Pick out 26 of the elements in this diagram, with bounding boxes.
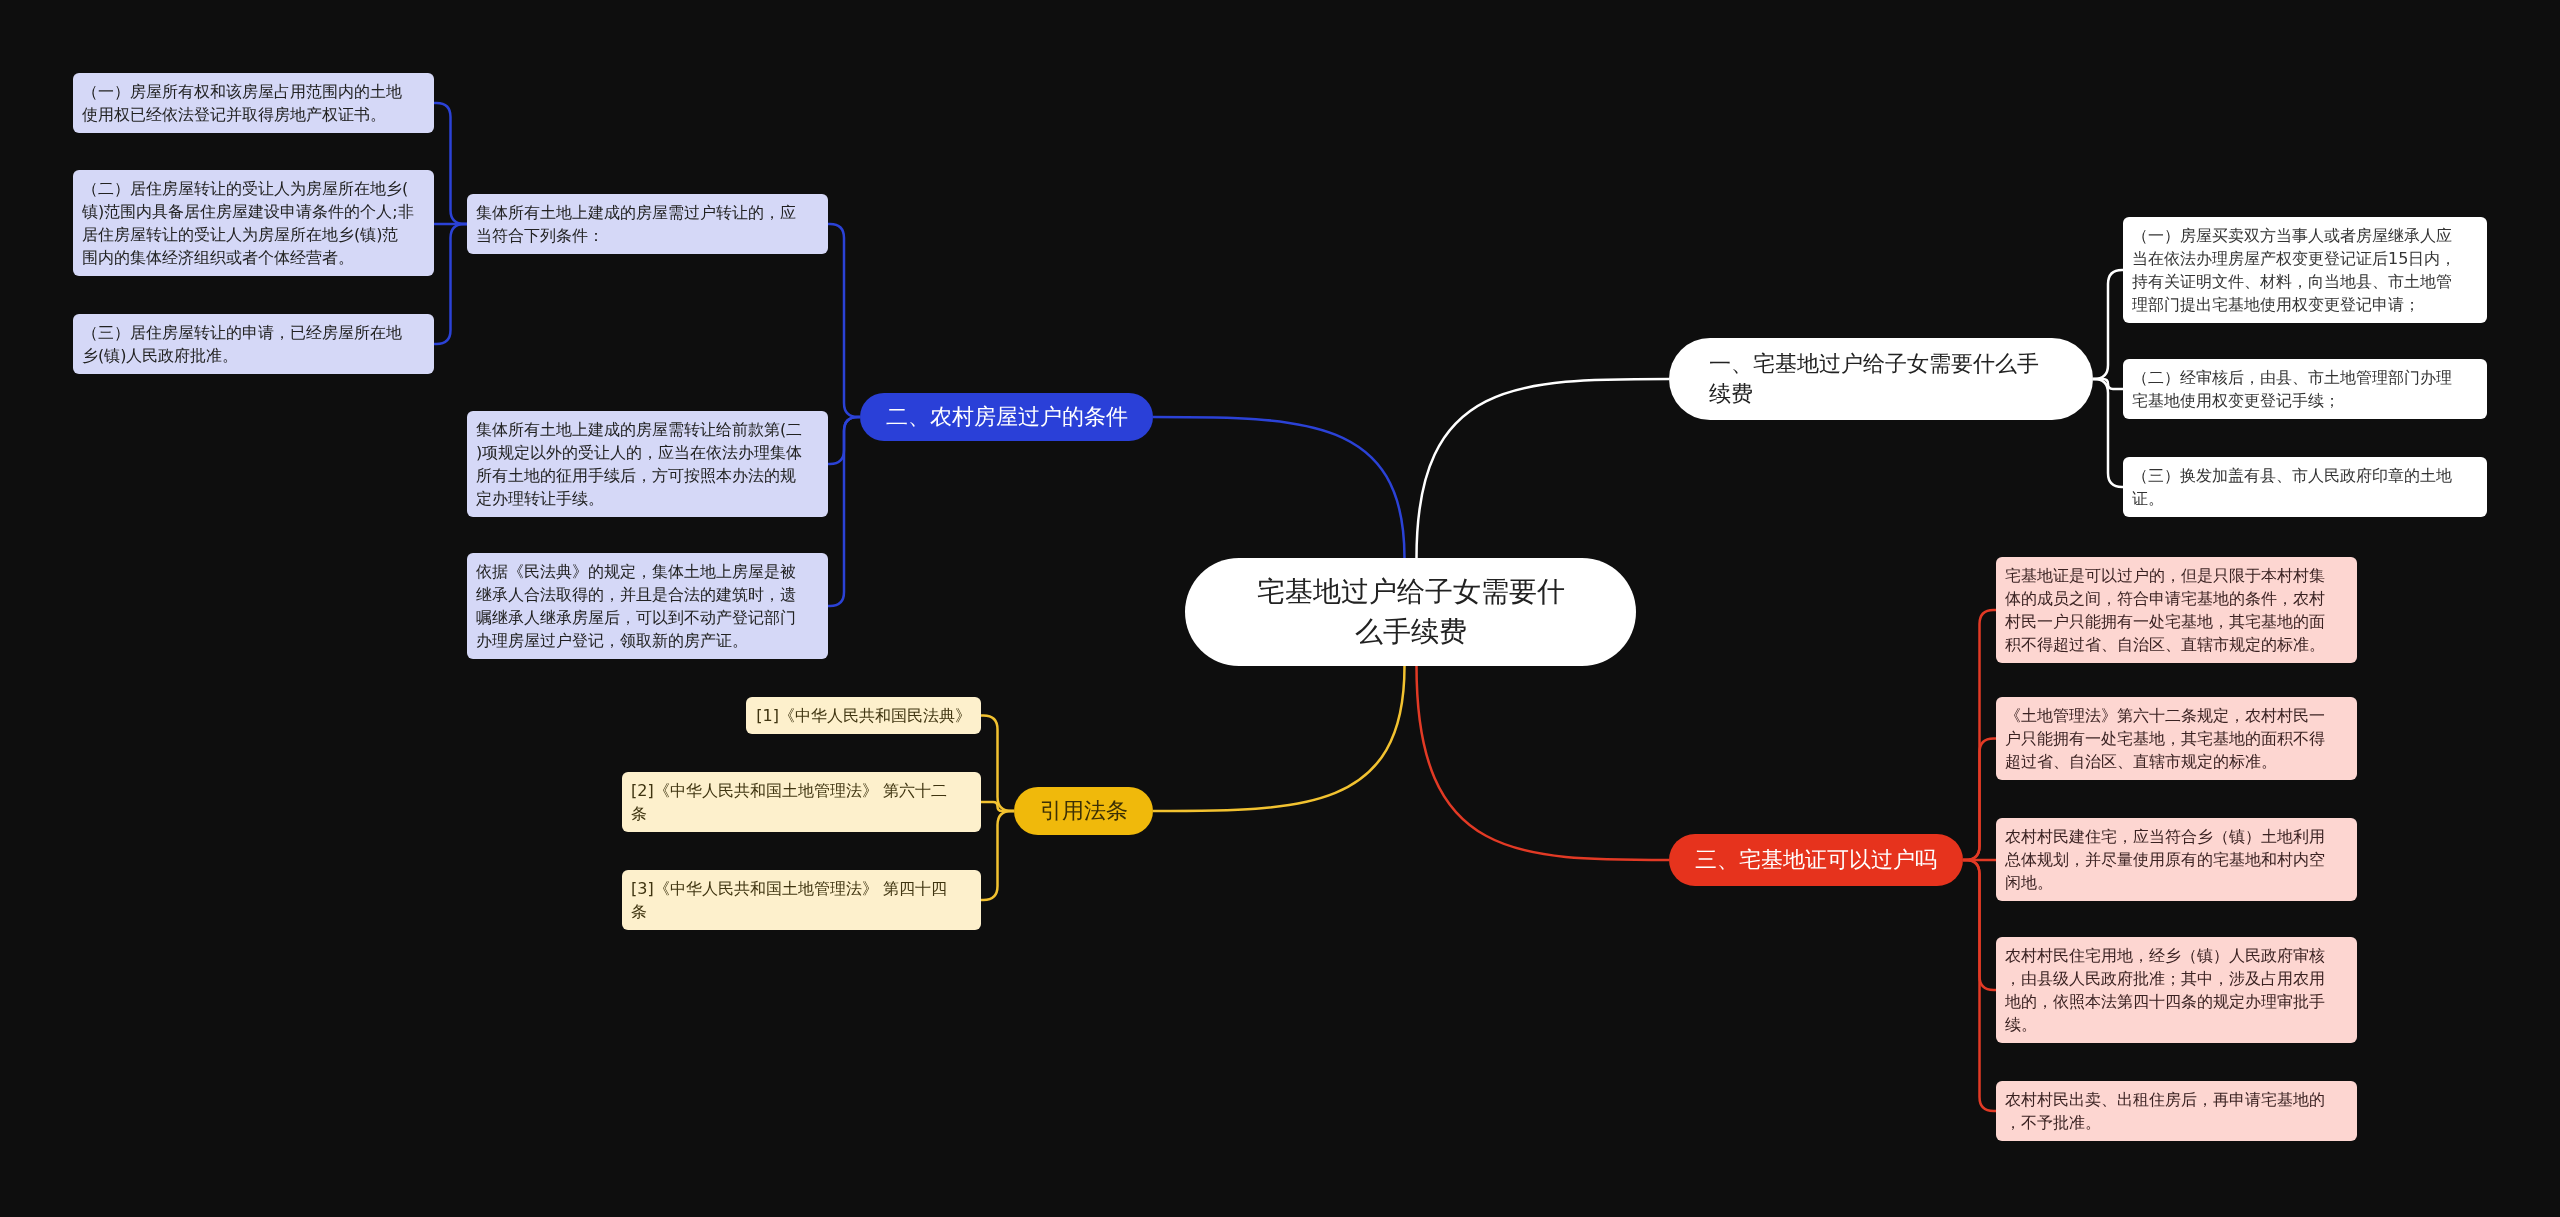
note-card: （二）居住房屋转让的受让人为房屋所在地乡(镇)范围内具备居住房屋建设申请条件的个人;非居住房屋转让的受让人为房屋所在地乡(镇)范围内的集体经济组织或者个体经营者。 bbox=[73, 170, 434, 276]
topic-pill: 三、宅基地证可以过户吗 bbox=[1669, 834, 1963, 886]
topic-pill: 一、宅基地过户给子女需要什么手续费 bbox=[1669, 338, 2093, 420]
central-topic: 宅基地过户给子女需要什么手续费 bbox=[1185, 558, 1636, 666]
connector-line bbox=[1153, 665, 1406, 813]
note-card: 农村村民出卖、出租住房后，再申请宅基地的，不予批准。 bbox=[1996, 1081, 2357, 1141]
note-card: 集体所有土地上建成的房屋需过户转让的，应当符合下列条件： bbox=[467, 194, 828, 254]
note-card: （一）房屋所有权和该房屋占用范围内的土地使用权已经依法登记并取得房地产权证书。 bbox=[73, 73, 434, 133]
note-card: （三）换发加盖有县、市人民政府印章的土地证。 bbox=[2123, 457, 2487, 517]
connector-line bbox=[1415, 665, 1669, 862]
reference-card: [3]《中华人民共和国土地管理法》 第四十四条 bbox=[622, 870, 981, 930]
reference-card: [1]《中华人民共和国民法典》 bbox=[746, 697, 981, 734]
reference-card: [2]《中华人民共和国土地管理法》 第六十二条 bbox=[622, 772, 981, 832]
note-card: 《土地管理法》第六十二条规定，农村村民一户只能拥有一处宅基地，其宅基地的面积不得超过省、自治区、直辖市规定的标准。 bbox=[1996, 697, 2357, 780]
topic-pill: 引用法条 bbox=[1014, 787, 1153, 835]
note-card: （三）居住房屋转让的申请，已经房屋所在地乡(镇)人民政府批准。 bbox=[73, 314, 434, 374]
note-card: 农村村民建住宅，应当符合乡（镇）土地利用总体规划，并尽量使用原有的宅基地和村内空闲地。 bbox=[1996, 818, 2357, 901]
note-card: 集体所有土地上建成的房屋需转让给前款第(二)项规定以外的受让人的，应当在依法办理集体所有土地的征用手续后，方可按照本办法的规定办理转让手续。 bbox=[467, 411, 828, 517]
connector-line bbox=[1153, 415, 1406, 559]
note-card: （二）经审核后，由县、市土地管理部门办理宅基地使用权变更登记手续； bbox=[2123, 359, 2487, 419]
note-card: 农村村民住宅用地，经乡（镇）人民政府审核，由县级人民政府批准；其中，涉及占用农用地的，依照本法第四十四条的规定办理审批手续。 bbox=[1996, 937, 2357, 1043]
note-card: 依据《民法典》的规定，集体土地上房屋是被继承人合法取得的，并且是合法的建筑时，遗嘱继承人继承房屋后，可以到不动产登记部门办理房屋过户登记，领取新的房产证。 bbox=[467, 553, 828, 659]
note-card: （一）房屋买卖双方当事人或者房屋继承人应当在依法办理房屋产权变更登记证后15日内，持有关证明文件、材料，向当地县、市土地管理部门提出宅基地使用权变更登记申请； bbox=[2123, 217, 2487, 323]
connector-line bbox=[1415, 377, 1669, 559]
topic-pill: 二、农村房屋过户的条件 bbox=[860, 393, 1153, 441]
note-card: 宅基地证是可以过户的，但是只限于本村村集体的成员之间，符合申请宅基地的条件，农村村民一户只能拥有一处宅基地，其宅基地的面积不得超过省、自治区、直辖市规定的标准。 bbox=[1996, 557, 2357, 663]
